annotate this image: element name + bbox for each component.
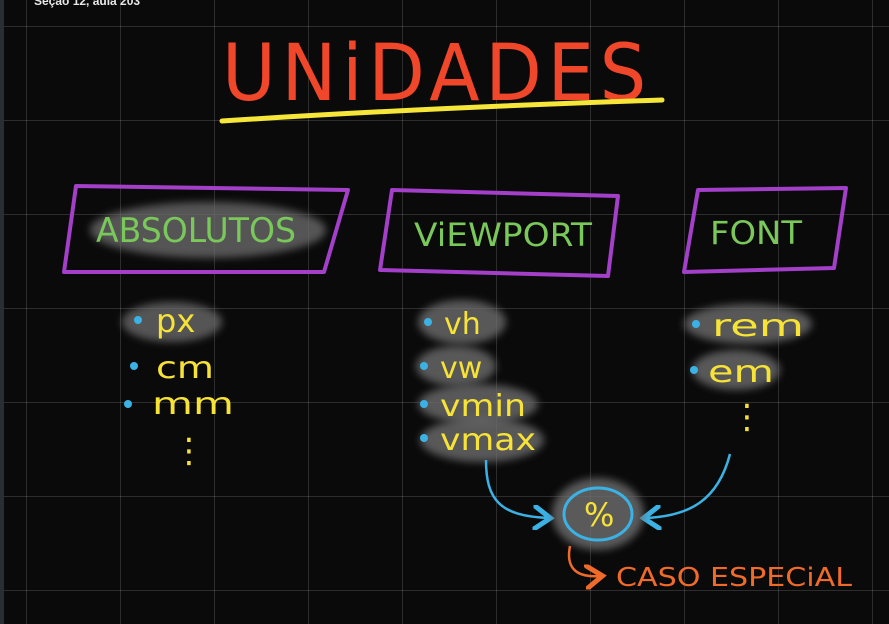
list-item: vmax <box>440 423 536 458</box>
highlight-absolutos <box>90 202 326 258</box>
bullet <box>692 320 700 328</box>
bullet <box>690 366 698 374</box>
list-item: vmin <box>440 389 526 424</box>
box-font <box>682 186 848 274</box>
bullet <box>134 316 142 324</box>
box-absolutos <box>62 184 350 274</box>
percent-circle <box>562 486 634 542</box>
list-item: vw <box>440 351 482 386</box>
bullet <box>124 400 132 408</box>
category-absolutos: ABSOLUTOS <box>62 184 350 274</box>
arrow-viewport-to-percent <box>484 459 548 518</box>
bullet <box>420 434 428 442</box>
category-font: FONT <box>682 186 848 274</box>
highlight-vh <box>418 300 506 344</box>
window-edge <box>0 0 4 624</box>
bullet <box>420 400 428 408</box>
category-label-font: FONT <box>710 214 802 252</box>
category-label-absolutos: ABSOLUTOS <box>96 211 296 251</box>
list-item: mm <box>152 387 234 422</box>
list-viewport: vh vw vmin vmax <box>416 300 544 462</box>
more-ellipsis: ⋮ <box>172 431 206 471</box>
title-underline <box>219 97 665 124</box>
arrow-special-label <box>567 545 600 576</box>
list-item: em <box>708 355 774 390</box>
list-item: cm <box>156 351 214 386</box>
bullet <box>424 318 432 326</box>
category-viewport: ViEWPORT <box>378 188 620 278</box>
list-item: rem <box>712 309 804 344</box>
list-absolutos: px cm mm ⋮ <box>122 302 234 471</box>
list-font: rem em ⋮ <box>684 304 812 437</box>
special-label: CASO ESPECiAL <box>616 563 853 593</box>
highlight-px <box>122 302 222 342</box>
page-title: UNiDADES <box>222 29 652 119</box>
bullet <box>420 362 428 370</box>
arrow-font-to-percent <box>646 453 732 518</box>
highlight-vmax <box>420 418 544 462</box>
highlight-em <box>692 350 780 390</box>
percent-symbol: % <box>584 496 614 534</box>
box-viewport <box>378 188 620 278</box>
highlight-vmin <box>418 384 538 424</box>
highlight-rem <box>684 304 812 344</box>
more-ellipsis: ⋮ <box>730 397 764 437</box>
special-percent: % <box>552 478 644 550</box>
list-item: vh <box>444 307 481 342</box>
highlight-vw <box>416 346 496 386</box>
category-label-viewport: ViEWPORT <box>414 216 592 254</box>
lesson-label: Seção 12, aula 203 <box>34 0 141 8</box>
bullet <box>130 362 138 370</box>
list-item: px <box>156 302 195 340</box>
